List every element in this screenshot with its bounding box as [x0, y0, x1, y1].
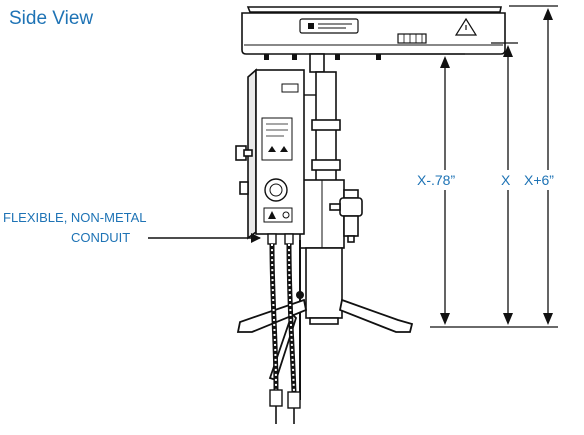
- dimension-lines: [410, 5, 558, 328]
- control-box-label: [261, 117, 293, 161]
- housing-label-plate: [299, 18, 359, 34]
- air-filter-regulator: [329, 189, 363, 243]
- dimension-label-outer: X+6”: [524, 172, 554, 188]
- flexible-conduit: [267, 233, 301, 424]
- control-box: [235, 68, 316, 240]
- dimension-label-inner: X-.78”: [417, 172, 456, 188]
- lower-column: [305, 247, 343, 319]
- top-housing: [241, 6, 506, 60]
- view-title: Side View: [9, 8, 94, 29]
- dimension-label-middle: X: [501, 172, 511, 188]
- conduit-callout-label-line2: CONDUIT: [71, 230, 131, 245]
- side-fitting: [397, 33, 427, 44]
- central-column: [296, 53, 345, 400]
- conduit-callout-label-line1: FLEXIBLE, NON-METAL: [3, 210, 147, 225]
